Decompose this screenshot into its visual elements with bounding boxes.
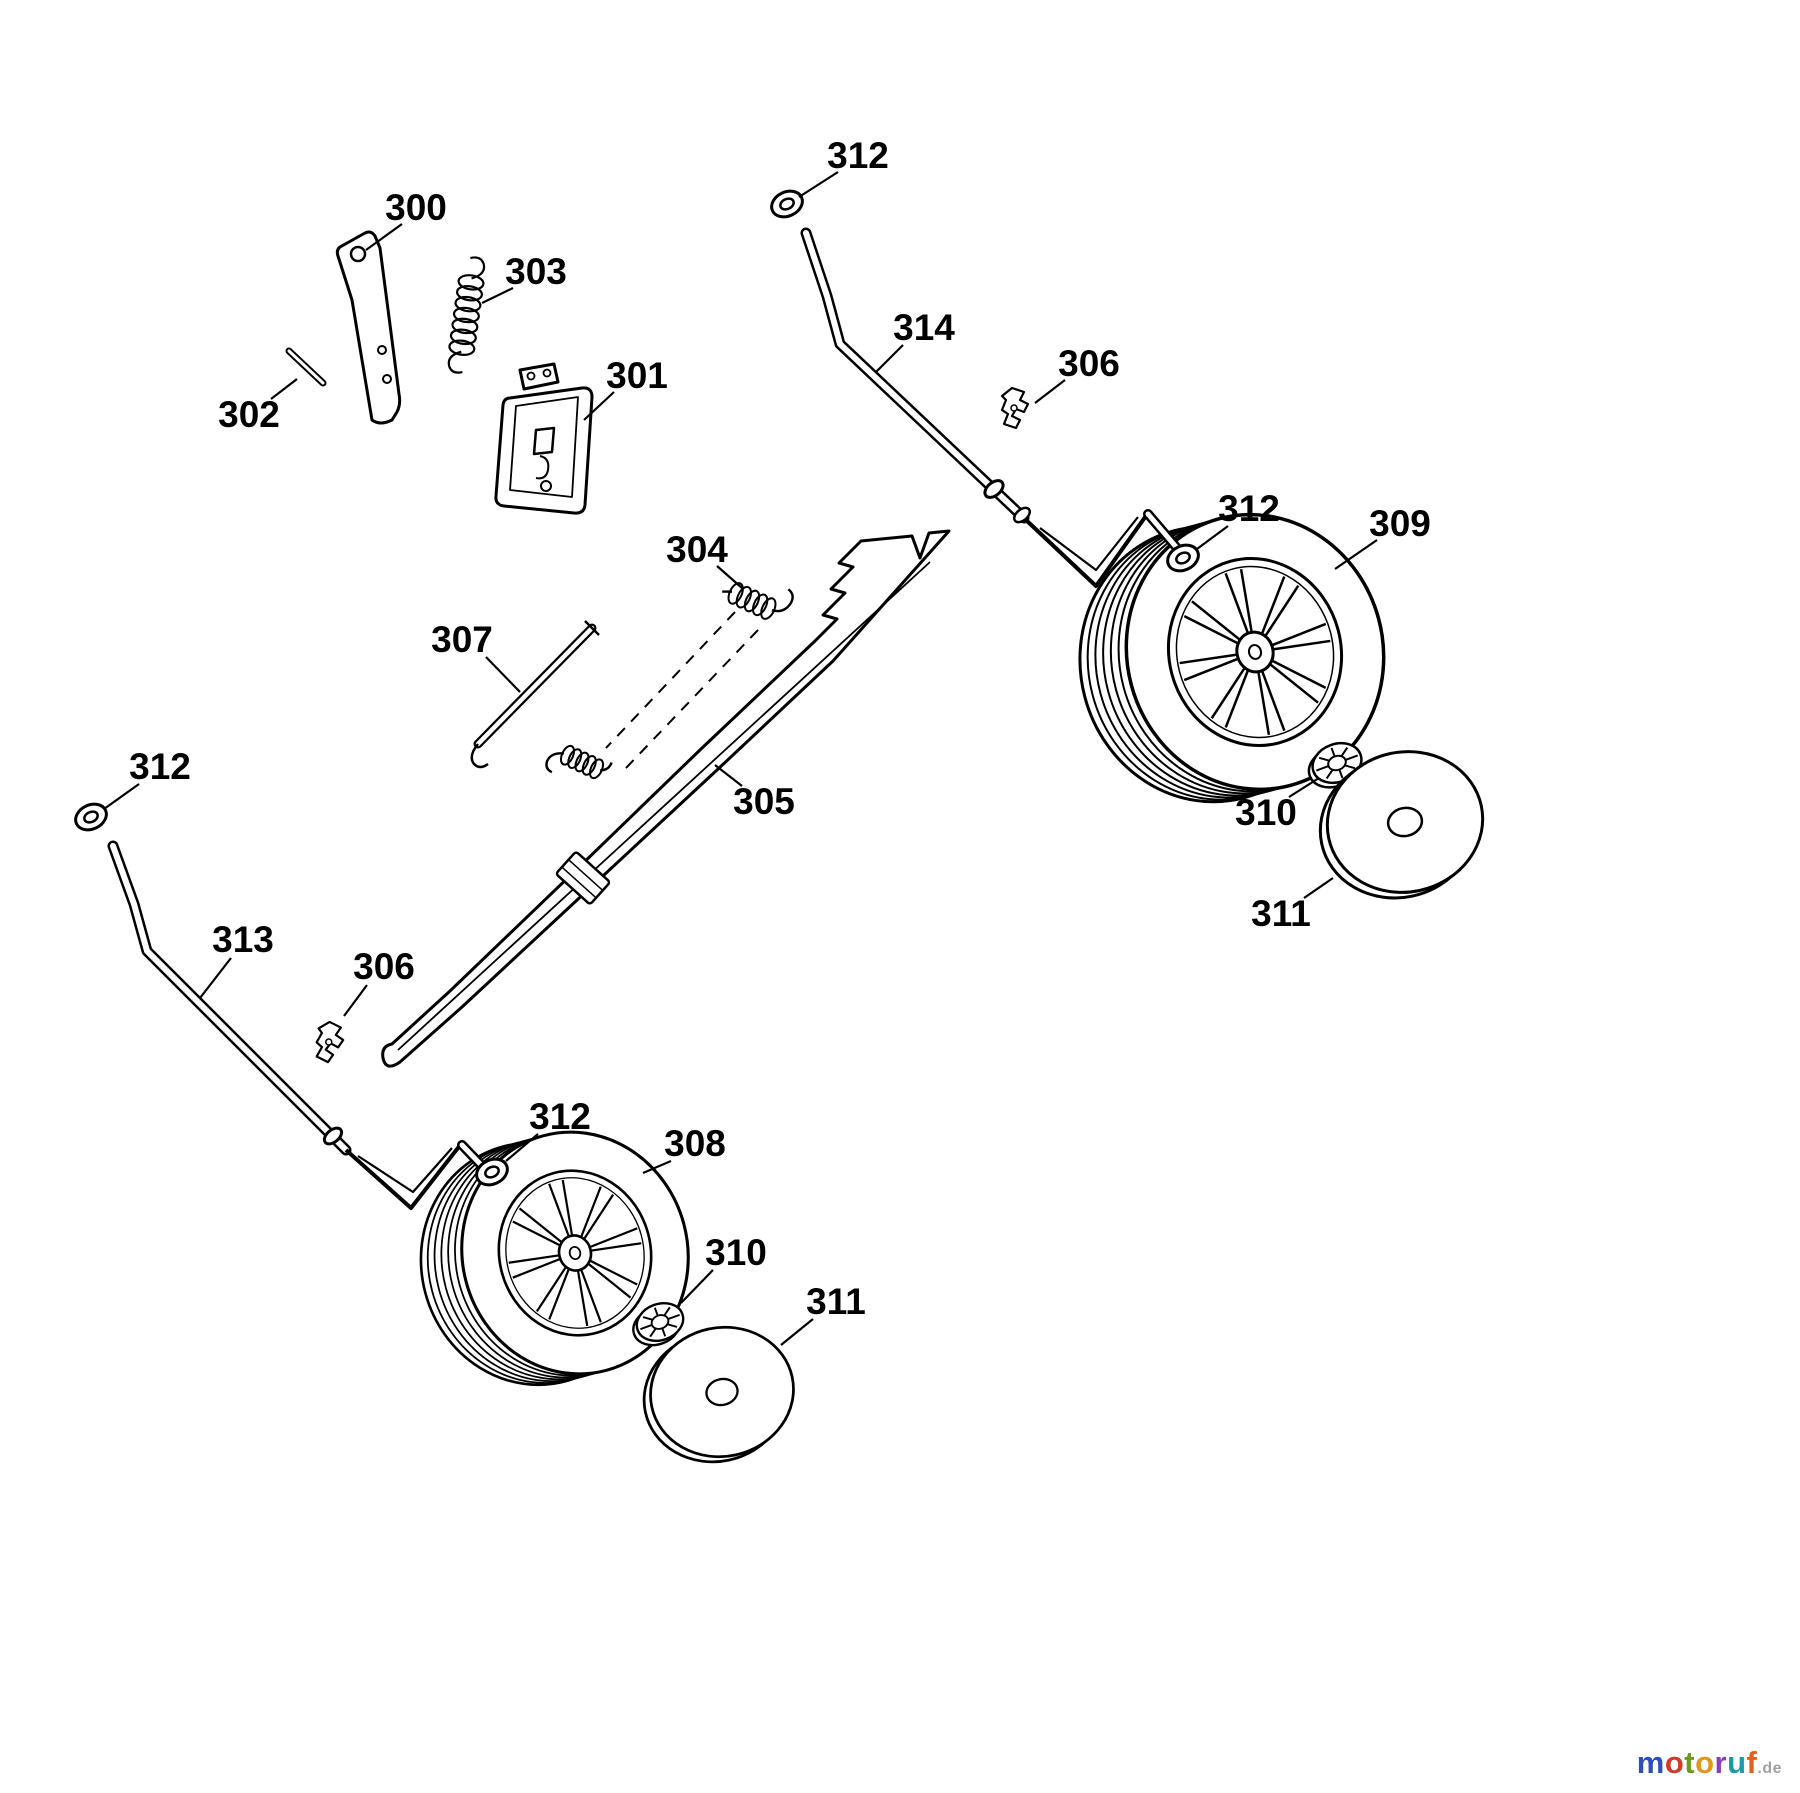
leader-306-right xyxy=(1034,379,1066,404)
axle-collar xyxy=(983,479,1005,499)
clip-306-left xyxy=(313,1019,347,1065)
leader-311-left xyxy=(780,1318,814,1346)
clip-306-right xyxy=(1000,386,1030,430)
spring-lower xyxy=(545,744,613,780)
washer-312-left xyxy=(69,797,113,837)
part-label-302: 302 xyxy=(218,394,280,435)
assembly-dashed-line xyxy=(605,611,736,749)
watermark-letter: f xyxy=(1746,1745,1758,1780)
watermark-letter: r xyxy=(1714,1745,1728,1780)
leader-307 xyxy=(485,656,521,693)
part-label-303: 303 xyxy=(505,251,567,292)
part-label-312-bottom: 312 xyxy=(529,1096,591,1137)
part-label-310-right: 310 xyxy=(1235,792,1297,833)
leader-312-left xyxy=(103,783,140,810)
part-label-312-right: 312 xyxy=(1218,488,1280,529)
part-label-310-left: 310 xyxy=(705,1232,767,1273)
leader-303 xyxy=(481,287,514,304)
axle-rod-313 xyxy=(107,840,490,1210)
leader-304 xyxy=(716,565,743,589)
latch-plate-301 xyxy=(494,362,594,515)
watermark-letter: m xyxy=(1636,1745,1665,1780)
watermark-letter: t xyxy=(1684,1745,1696,1780)
part-label-311-left: 311 xyxy=(806,1281,866,1322)
axle-collar xyxy=(1013,506,1031,524)
axle-collar xyxy=(322,1126,344,1146)
part-labels: 300 303 301 302 312 314 306 312 309 304 … xyxy=(129,135,1431,1322)
leader-313 xyxy=(199,957,232,999)
part-label-314: 314 xyxy=(893,307,955,348)
pin-302 xyxy=(285,347,327,387)
leader-306-left xyxy=(343,984,368,1017)
leader-301 xyxy=(583,391,615,421)
leader-309 xyxy=(1334,539,1378,570)
leader-311-right xyxy=(1303,877,1334,899)
rod-307 xyxy=(470,620,600,769)
leader-lines xyxy=(103,171,1378,1346)
watermark-letter: o xyxy=(1695,1745,1715,1780)
part-label-306-right: 306 xyxy=(1058,343,1120,384)
washer-312-top xyxy=(765,184,809,224)
part-label-305: 305 xyxy=(733,781,795,822)
part-label-311-right: 311 xyxy=(1251,893,1311,934)
leader-312-bottom xyxy=(505,1133,539,1162)
leader-314 xyxy=(875,344,904,373)
spring-303 xyxy=(447,256,486,374)
part-label-307: 307 xyxy=(431,619,493,660)
leader-305 xyxy=(714,764,743,787)
leader-300 xyxy=(365,223,403,251)
leader-302 xyxy=(270,378,298,400)
leader-312-right xyxy=(1196,525,1229,550)
spring-304 xyxy=(722,582,794,620)
part-label-308: 308 xyxy=(664,1123,726,1164)
part-label-301: 301 xyxy=(606,355,668,396)
watermark-letter: o xyxy=(1664,1745,1685,1780)
part-label-312-left: 312 xyxy=(129,746,191,787)
axle-rod-314 xyxy=(800,227,1182,588)
leader-310-left xyxy=(680,1269,714,1304)
bracket-300 xyxy=(335,230,402,425)
leader-312-top xyxy=(798,171,839,198)
part-label-309: 309 xyxy=(1369,503,1431,544)
part-label-306-left: 306 xyxy=(353,946,415,987)
leader-308 xyxy=(642,1159,672,1175)
part-label-312-top: 312 xyxy=(827,135,889,176)
part-label-304: 304 xyxy=(666,529,728,570)
part-label-313: 313 xyxy=(212,919,274,960)
watermark-suffix: .de xyxy=(1757,1760,1782,1777)
bar-clamp xyxy=(555,851,611,905)
part-label-300: 300 xyxy=(385,187,447,228)
height-lever-305 xyxy=(381,529,951,1068)
motoruf-watermark-link[interactable]: motoruf.de xyxy=(1637,1745,1782,1781)
watermark-letter: u xyxy=(1727,1745,1747,1780)
leader-310-right xyxy=(1288,777,1320,798)
